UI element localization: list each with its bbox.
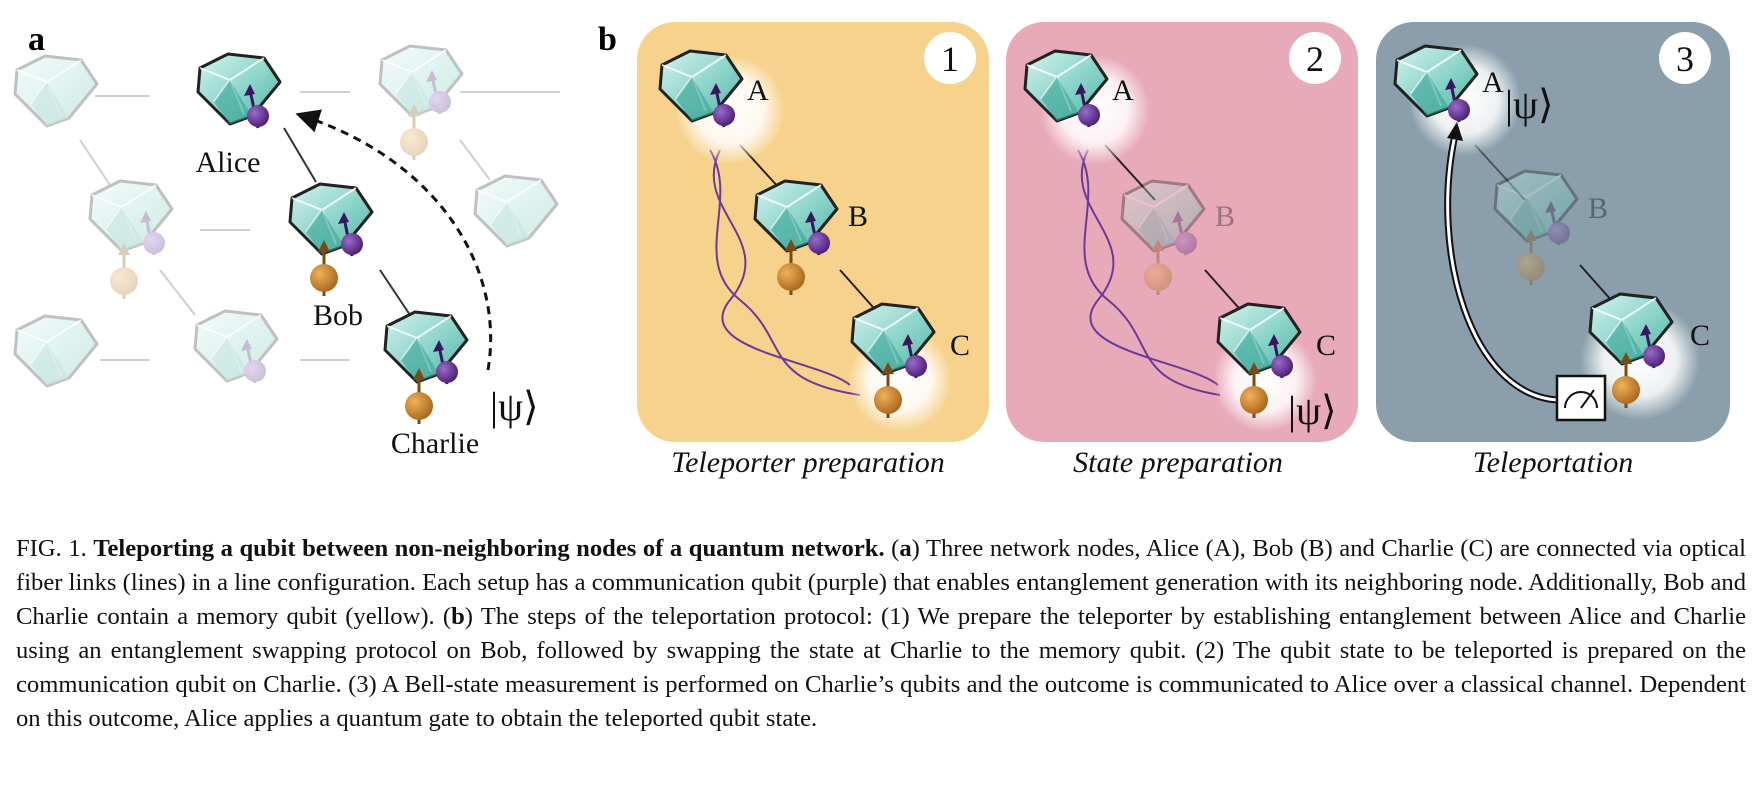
node-bob	[288, 182, 374, 298]
step-2-label-b: B	[1215, 200, 1235, 233]
panel-b-letter: b	[598, 21, 617, 58]
step-1-caption: Teleporter preparation	[671, 446, 945, 479]
background-network	[13, 44, 560, 388]
step-2-label-c: C	[1316, 329, 1336, 362]
entanglement-wave-2	[712, 149, 851, 386]
node-label-bob: Bob	[313, 299, 363, 332]
classical-channel-inner	[1446, 134, 1559, 402]
step-2-label-a: A	[1112, 74, 1134, 107]
teleport-arrow-dashed	[295, 109, 493, 371]
node-charlie	[383, 310, 469, 426]
caption-title: Teleporting a qubit between non-neighbor…	[93, 535, 885, 562]
ket-psi-panel-a: |ψ⟩	[490, 384, 539, 429]
step-2-caption: State preparation	[1073, 446, 1283, 479]
step-1-label-a: A	[747, 74, 769, 107]
figure-caption: FIG. 1. Teleporting a qubit between non-…	[16, 532, 1746, 736]
step-1-number: 1	[941, 39, 959, 79]
caption-a-text: ) Three network nodes, Alice (A), Bob (B…	[16, 535, 1746, 630]
caption-a-letter: a	[899, 535, 912, 562]
step-3-label-a: A	[1482, 66, 1504, 99]
figure-illustration: a Alice Bob Charlie	[13, 21, 1730, 479]
step-3-number: 3	[1676, 39, 1694, 79]
caption-b-text: ) The steps of the teleportation protoco…	[16, 603, 1746, 732]
step-3-caption: Teleportation	[1473, 446, 1634, 479]
caption-prefix: FIG. 1.	[16, 535, 87, 562]
node-label-charlie: Charlie	[391, 427, 479, 460]
step-1-label-b: B	[848, 200, 868, 233]
caption-b-letter: b	[451, 603, 465, 630]
caption-paren: (	[891, 535, 900, 562]
step-2-number: 2	[1306, 39, 1324, 79]
fiber-link-bob-charlie	[379, 269, 411, 316]
entanglement-wave-1	[709, 149, 861, 396]
step-3-ket-psi: |ψ⟩	[1505, 82, 1554, 127]
step-3-label-c: C	[1690, 319, 1710, 352]
node-alice	[196, 52, 282, 130]
fiber-link-alice-bob	[283, 127, 317, 183]
panel-a-letter: a	[28, 21, 45, 58]
measurement-meter-icon	[1555, 374, 1607, 422]
step-1-label-c: C	[950, 329, 970, 362]
step-2-panel: 2 A B C |ψ⟩	[1006, 22, 1358, 442]
step-2-ket-psi: |ψ⟩	[1288, 388, 1337, 433]
step-1-panel: 1 A B C	[637, 22, 989, 442]
step-3-panel: 3 A |ψ⟩ B C	[1376, 22, 1730, 442]
node-label-alice: Alice	[196, 146, 261, 179]
step-3-label-b: B	[1588, 192, 1608, 225]
